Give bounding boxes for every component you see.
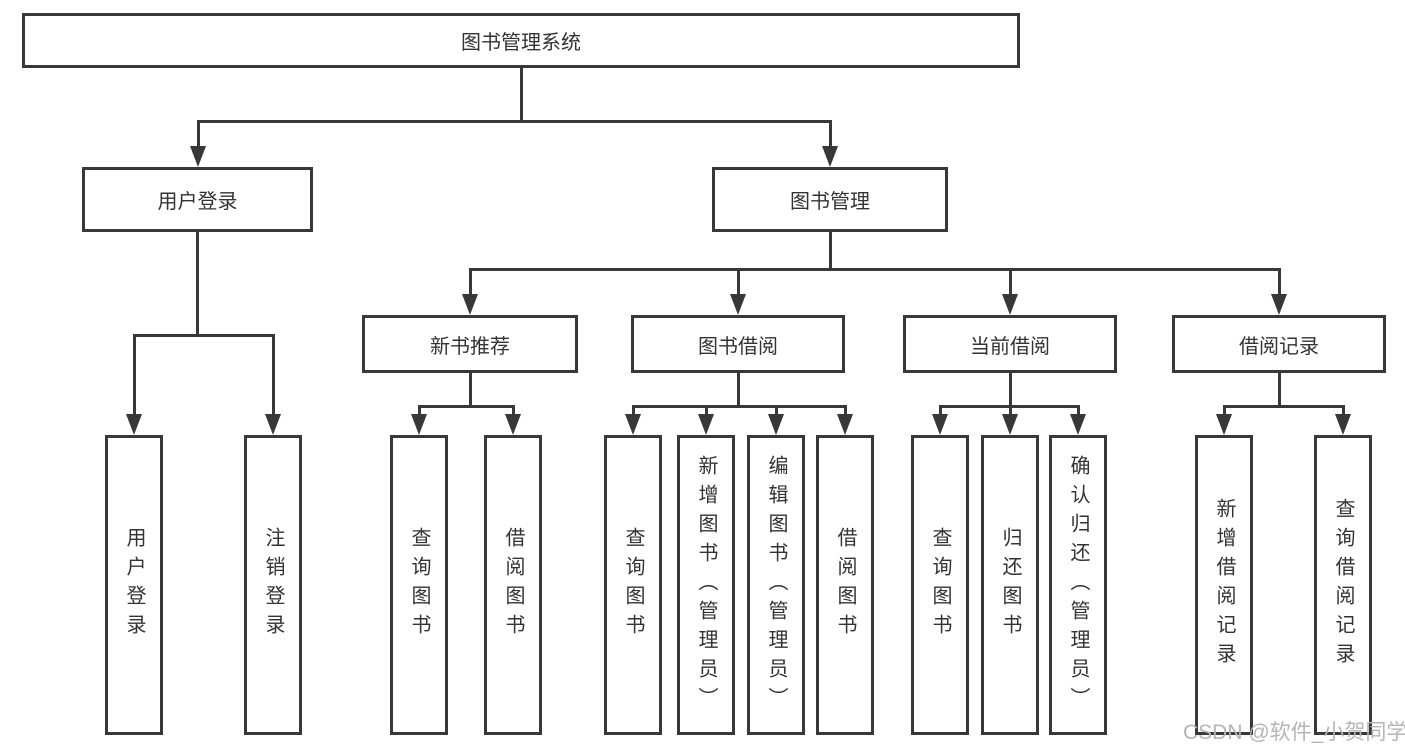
node-label: 查询图书 <box>622 527 644 643</box>
leaf-logout: 注销登录 <box>244 435 302 735</box>
connector-line <box>418 405 515 408</box>
arrow-down-icon <box>411 414 427 435</box>
node-label: 图书管理系统 <box>461 32 581 54</box>
connector-line <box>520 68 523 123</box>
connector-line <box>737 268 740 296</box>
arrow-down-icon <box>625 414 641 435</box>
node-book-management: 图书管理 <box>712 167 948 232</box>
leaf-bb-add-books-admin: 新增图书（管理员） <box>677 435 735 735</box>
connector-line <box>1009 405 1012 416</box>
connector-line <box>1077 405 1080 416</box>
leaf-cb-confirm-return-admin: 确认归还（管理员） <box>1049 435 1107 735</box>
arrow-down-icon <box>1271 294 1287 315</box>
csdn-watermark: CSDN @软件_小贺同学 <box>1183 721 1405 744</box>
connector-line <box>829 120 832 148</box>
node-label: 图书借阅 <box>698 335 778 358</box>
arrow-down-icon <box>190 146 206 167</box>
connector-line <box>632 405 635 416</box>
leaf-cb-query-books: 查询图书 <box>911 435 969 735</box>
arrow-down-icon <box>822 146 838 167</box>
connector-line <box>775 405 778 416</box>
node-label: 编辑图书（管理员） <box>765 454 787 716</box>
node-borrow-records: 借阅记录 <box>1172 315 1386 373</box>
node-label: 图书管理 <box>790 191 870 213</box>
connector-line <box>512 405 515 416</box>
connector-line <box>844 405 847 416</box>
arrow-down-icon <box>126 414 142 435</box>
node-label: 查询图书 <box>408 527 430 643</box>
leaf-rec-borrow-books: 借阅图书 <box>484 435 542 735</box>
connector-line <box>829 232 832 271</box>
node-label: 确认归还（管理员） <box>1067 454 1089 716</box>
arrow-down-icon <box>730 294 746 315</box>
connector-line <box>939 405 942 416</box>
connector-line <box>1278 268 1281 296</box>
node-user-login: 用户登录 <box>82 167 313 232</box>
arrow-down-icon <box>1002 414 1018 435</box>
connector-line <box>1342 405 1345 416</box>
leaf-cb-return-books: 归还图书 <box>981 435 1039 735</box>
arrow-down-icon <box>265 414 281 435</box>
connector-line <box>197 120 200 148</box>
connector-line <box>272 334 275 416</box>
arrow-down-icon <box>768 414 784 435</box>
node-label: 借阅图书 <box>502 527 524 643</box>
connector-line <box>1223 405 1344 408</box>
connector-line <box>1009 373 1012 408</box>
connector-line <box>705 405 708 416</box>
leaf-user-login: 用户登录 <box>105 435 163 735</box>
arrow-down-icon <box>462 294 478 315</box>
node-label: 查询图书 <box>929 527 951 643</box>
node-label: 新增图书（管理员） <box>695 454 717 716</box>
node-label: 当前借阅 <box>970 335 1050 358</box>
arrow-down-icon <box>1335 414 1351 435</box>
leaf-bb-borrow-books: 借阅图书 <box>816 435 874 735</box>
node-library-system: 图书管理系统 <box>22 13 1020 68</box>
node-label: 查询借阅记录 <box>1332 498 1354 672</box>
leaf-bb-edit-books-admin: 编辑图书（管理员） <box>747 435 805 735</box>
node-book-borrow: 图书借阅 <box>631 315 845 373</box>
connector-line <box>1278 373 1281 408</box>
leaf-bb-query-books: 查询图书 <box>604 435 662 735</box>
node-label: 用户登录 <box>157 191 238 213</box>
connector-line <box>469 373 472 408</box>
connector-line <box>196 232 199 336</box>
connector-line <box>469 268 1281 271</box>
node-label: 借阅图书 <box>834 527 856 643</box>
connector-line <box>197 120 832 123</box>
node-label: 新书推荐 <box>430 335 510 358</box>
node-new-book-recommend: 新书推荐 <box>362 315 578 373</box>
connector-line <box>737 373 740 408</box>
connector-line <box>469 268 472 296</box>
connector-line <box>632 405 846 408</box>
arrow-down-icon <box>932 414 948 435</box>
arrow-down-icon <box>698 414 714 435</box>
leaf-br-add-record: 新增借阅记录 <box>1195 435 1253 735</box>
node-label: 新增借阅记录 <box>1213 498 1235 672</box>
node-label: 注销登录 <box>262 527 284 643</box>
arrow-down-icon <box>1216 414 1232 435</box>
arrow-down-icon <box>505 414 521 435</box>
connector-line <box>418 405 421 416</box>
arrow-down-icon <box>1002 294 1018 315</box>
connector-line <box>1223 405 1226 416</box>
node-label: 归还图书 <box>999 527 1021 643</box>
leaf-br-query-record: 查询借阅记录 <box>1314 435 1372 735</box>
node-label: 用户登录 <box>123 527 145 643</box>
connector-line <box>1009 268 1012 296</box>
node-label: 借阅记录 <box>1239 335 1319 358</box>
node-current-borrow: 当前借阅 <box>903 315 1117 373</box>
arrow-down-icon <box>837 414 853 435</box>
leaf-rec-query-books: 查询图书 <box>390 435 448 735</box>
arrow-down-icon <box>1070 414 1086 435</box>
connector-line <box>133 334 136 416</box>
connector-line <box>133 334 275 337</box>
